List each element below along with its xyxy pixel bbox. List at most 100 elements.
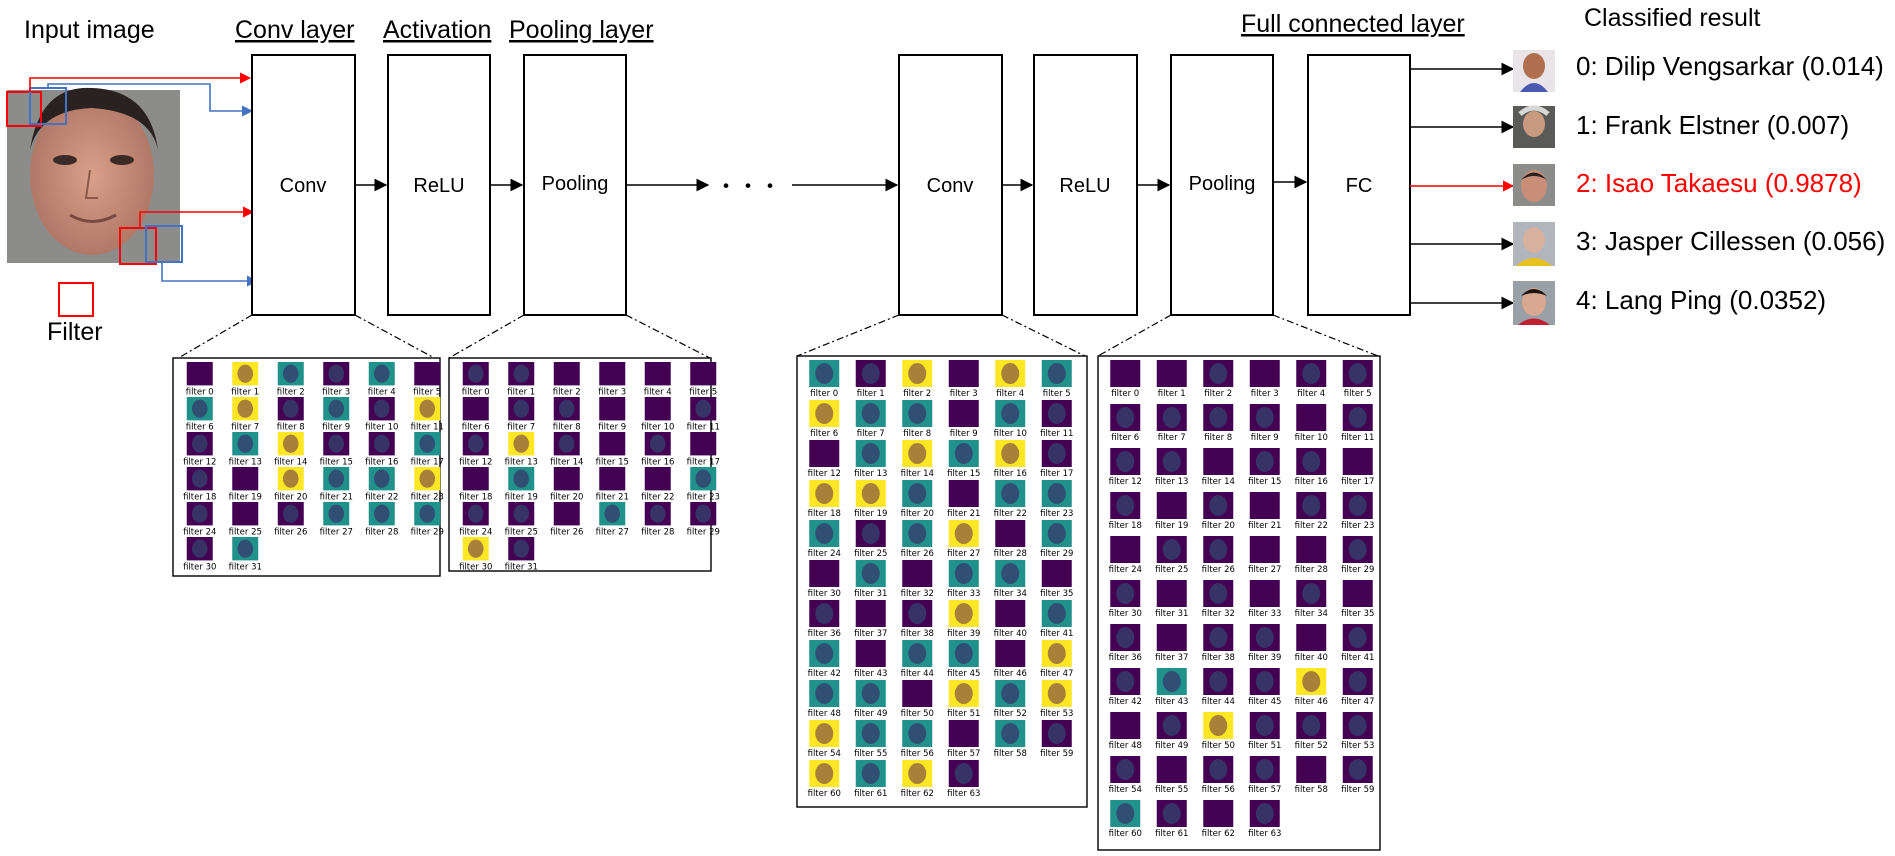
feature-map-face-pattern (695, 504, 712, 523)
feature-map-label: filter 17 (1341, 477, 1374, 487)
feature-map-thumbnail (948, 480, 979, 507)
feature-map-thumbnail (1156, 580, 1187, 607)
feature-map-thumbnail (1249, 492, 1280, 519)
feature-map-thumbnail (1296, 624, 1327, 651)
feature-map-face-pattern (1255, 759, 1274, 780)
feature-map-label: filter 40 (1295, 653, 1328, 663)
feature-map-label: filter 1 (231, 387, 259, 397)
feature-map-label: filter 26 (1202, 565, 1235, 575)
feature-map-label: filter 19 (854, 509, 887, 519)
feature-map-face-pattern (1001, 403, 1020, 424)
feature-map-face-pattern (1209, 495, 1228, 516)
feature-map-label: filter 32 (1202, 609, 1235, 619)
feature-map-thumbnail (1296, 536, 1327, 563)
arrow-red-top (29, 72, 252, 92)
pool2-box (1170, 54, 1274, 316)
feature-map-face-pattern (908, 403, 927, 424)
feature-map-face-pattern (954, 443, 973, 464)
feature-map-label: filter 59 (1040, 749, 1073, 759)
feature-map-label: filter 30 (459, 562, 492, 572)
feature-map-label: filter 57 (947, 749, 980, 759)
feature-map-label: filter 55 (854, 749, 887, 759)
feature-map-thumbnail (809, 640, 840, 667)
feature-map-face-pattern (1255, 671, 1274, 692)
feature-map-face-pattern (954, 603, 973, 624)
feature-map-thumbnail (948, 760, 979, 787)
feature-map-face-pattern (373, 434, 390, 453)
feature-map-label: filter 24 (1109, 565, 1142, 575)
pool1-label: Pooling (542, 173, 609, 195)
feature-map-face-pattern (1302, 451, 1321, 472)
feature-map-thumbnail (462, 397, 489, 421)
feature-map-face-pattern (1047, 443, 1066, 464)
feature-map-label: filter 6 (462, 422, 490, 432)
feature-map-face-pattern (1302, 583, 1321, 604)
feature-map-thumbnail (1041, 400, 1072, 427)
feature-map-face-pattern (815, 643, 834, 664)
feature-map-label: filter 13 (854, 469, 887, 479)
feature-map-label: filter 16 (365, 457, 398, 467)
feature-map-label: filter 45 (947, 669, 980, 679)
feature-map-label: filter 10 (365, 422, 398, 432)
feature-map-label: filter 62 (901, 789, 934, 799)
feature-map-label: filter 12 (808, 469, 841, 479)
feature-map-face-pattern (1047, 483, 1066, 504)
feature-map-face-pattern (1302, 671, 1321, 692)
feature-map-thumbnail (1156, 492, 1187, 519)
feature-map-label: filter 48 (1109, 741, 1142, 751)
feature-map-face-pattern (908, 723, 927, 744)
feature-map-face-pattern (237, 539, 254, 558)
feature-map-thumbnail (1041, 440, 1072, 467)
feature-map-face-pattern (1255, 451, 1274, 472)
feature-map-thumbnail (1203, 404, 1234, 431)
feature-map-face-pattern (558, 399, 575, 418)
feature-map-label: filter 38 (1202, 653, 1235, 663)
feature-map-label: filter 22 (365, 492, 398, 502)
feature-map-thumbnail (1203, 624, 1234, 651)
feature-map-face-pattern (558, 434, 575, 453)
feature-map-thumbnail (1342, 580, 1373, 607)
feature-map-thumbnail (1203, 536, 1234, 563)
feature-map-thumbnail (232, 397, 259, 421)
feature-map-face-pattern (1255, 715, 1274, 736)
fc-label: FC (1346, 175, 1373, 197)
proj-conv1-left (174, 314, 253, 361)
feature-map-label: filter 26 (901, 549, 934, 559)
feature-map-thumbnail (855, 600, 886, 627)
feature-map-face-pattern (908, 443, 927, 464)
feature-map-thumbnail (508, 432, 535, 456)
feature-map-label: filter 5 (689, 387, 717, 397)
feature-map-face-pattern (1348, 759, 1367, 780)
feature-map-thumbnail (644, 467, 671, 491)
feature-map-face-pattern (191, 434, 208, 453)
feature-map-thumbnail (1296, 668, 1327, 695)
feature-map-label: filter 20 (901, 509, 934, 519)
feature-map-label: filter 0 (1111, 389, 1139, 399)
feature-map-thumbnail (902, 360, 933, 387)
feature-map-label: filter 13 (1155, 477, 1188, 487)
feature-map-label: filter 58 (994, 749, 1027, 759)
feature-map-label: filter 3 (950, 389, 978, 399)
feature-map-label: filter 33 (1248, 609, 1281, 619)
feature-map-label: filter 7 (1158, 433, 1186, 443)
feature-map-label: filter 49 (854, 709, 887, 719)
feature-map-label: filter 40 (994, 629, 1027, 639)
feature-map-thumbnail (462, 432, 489, 456)
feature-map-label: filter 27 (947, 549, 980, 559)
feature-map-face-pattern (1348, 539, 1367, 560)
feature-map-thumbnail (1203, 448, 1234, 475)
feature-map-face-pattern (1209, 627, 1228, 648)
feature-map-label: filter 25 (1155, 565, 1188, 575)
filter-legend-box (58, 282, 94, 317)
feature-map-label: filter 25 (854, 549, 887, 559)
feature-map-face-pattern (954, 763, 973, 784)
feature-map-label: filter 63 (947, 789, 980, 799)
feature-map-face-pattern (282, 504, 299, 523)
arrow-blue-bottom (161, 262, 259, 287)
feature-map-face-pattern (1116, 407, 1135, 428)
feature-map-label: filter 2 (553, 387, 581, 397)
feature-map-thumbnail (1110, 448, 1141, 475)
feature-map-face-pattern (1116, 583, 1135, 604)
result-thumb-0 (1513, 50, 1555, 92)
